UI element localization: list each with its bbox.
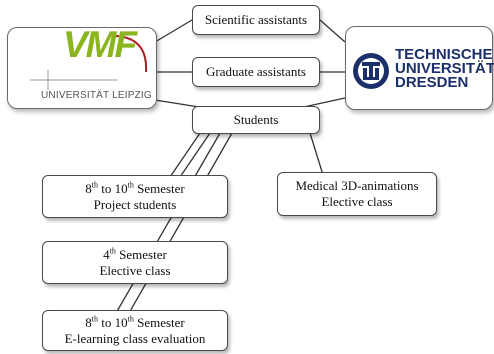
elearning-evaluation-box: 8th to 10th Semester E-learning class ev… [42, 310, 228, 351]
tud-line-3: DRESDEN [395, 74, 469, 91]
students-label: Students [233, 112, 279, 127]
project-sem-to: to 10 [97, 180, 128, 196]
fourth-sem-number: 4 [103, 246, 110, 262]
vmf-logo-mark-icon [30, 35, 148, 90]
project-sem-end-sup: th [127, 180, 134, 190]
elearning-semester-line: 8th to 10th Semester [85, 315, 185, 331]
graduate-assistants-box: Graduate assistants [192, 57, 320, 87]
fourth-elective-label: Elective class [99, 262, 171, 278]
fourth-semester-box: 4th Semester Elective class [42, 241, 228, 284]
scientific-assistants-box: Scientific assistants [192, 5, 320, 35]
elearning-semester-word: Semester [133, 314, 185, 330]
elearning-sem-start: 8 [85, 314, 92, 330]
students-box: Students [192, 106, 320, 134]
tu-dresden-logo: TECHNISCHE UNIVERSITÄT DRESDEN [345, 26, 494, 110]
fourth-semester-line: 4th Semester [103, 247, 167, 263]
fourth-sem-sup: th [109, 246, 116, 256]
medical-elective-label: Elective class [321, 194, 393, 209]
tud-line-1: TECHNISCHE [395, 46, 493, 63]
project-sem-start: 8 [85, 180, 92, 196]
elearning-sem-start-sup: th [91, 314, 98, 324]
medical-animations-box: Medical 3D-animations Elective class [277, 172, 437, 216]
graduate-assistants-label: Graduate assistants [205, 64, 306, 79]
project-sem-start-sup: th [91, 180, 98, 190]
tud-line-2: UNIVERSITÄT [395, 60, 494, 77]
tu-dresden-wordmark: TECHNISCHE UNIVERSITÄT DRESDEN [395, 46, 494, 91]
project-semester-line: 8th to 10th Semester [85, 181, 185, 197]
vmf-letters: VMF [63, 24, 137, 65]
project-students-label: Project students [93, 196, 177, 212]
elearning-sem-to: to 10 [97, 314, 128, 330]
vmf-leipzig-logo: VMF UNIVERSITÄT LEIPZIG [7, 24, 157, 109]
elearning-sem-end-sup: th [127, 314, 134, 324]
fourth-semester-word: Semester [115, 246, 167, 262]
project-semester-word: Semester [133, 180, 185, 196]
tu-dresden-emblem-icon [353, 53, 389, 89]
scientific-assistants-label: Scientific assistants [204, 12, 308, 27]
project-students-box: 8th to 10th Semester Project students [42, 175, 228, 218]
medical-animations-label: Medical 3D-animations [295, 178, 419, 193]
vmf-subtitle: UNIVERSITÄT LEIPZIG [41, 90, 152, 101]
elearning-evaluation-label: E-learning class evaluation [64, 330, 206, 346]
